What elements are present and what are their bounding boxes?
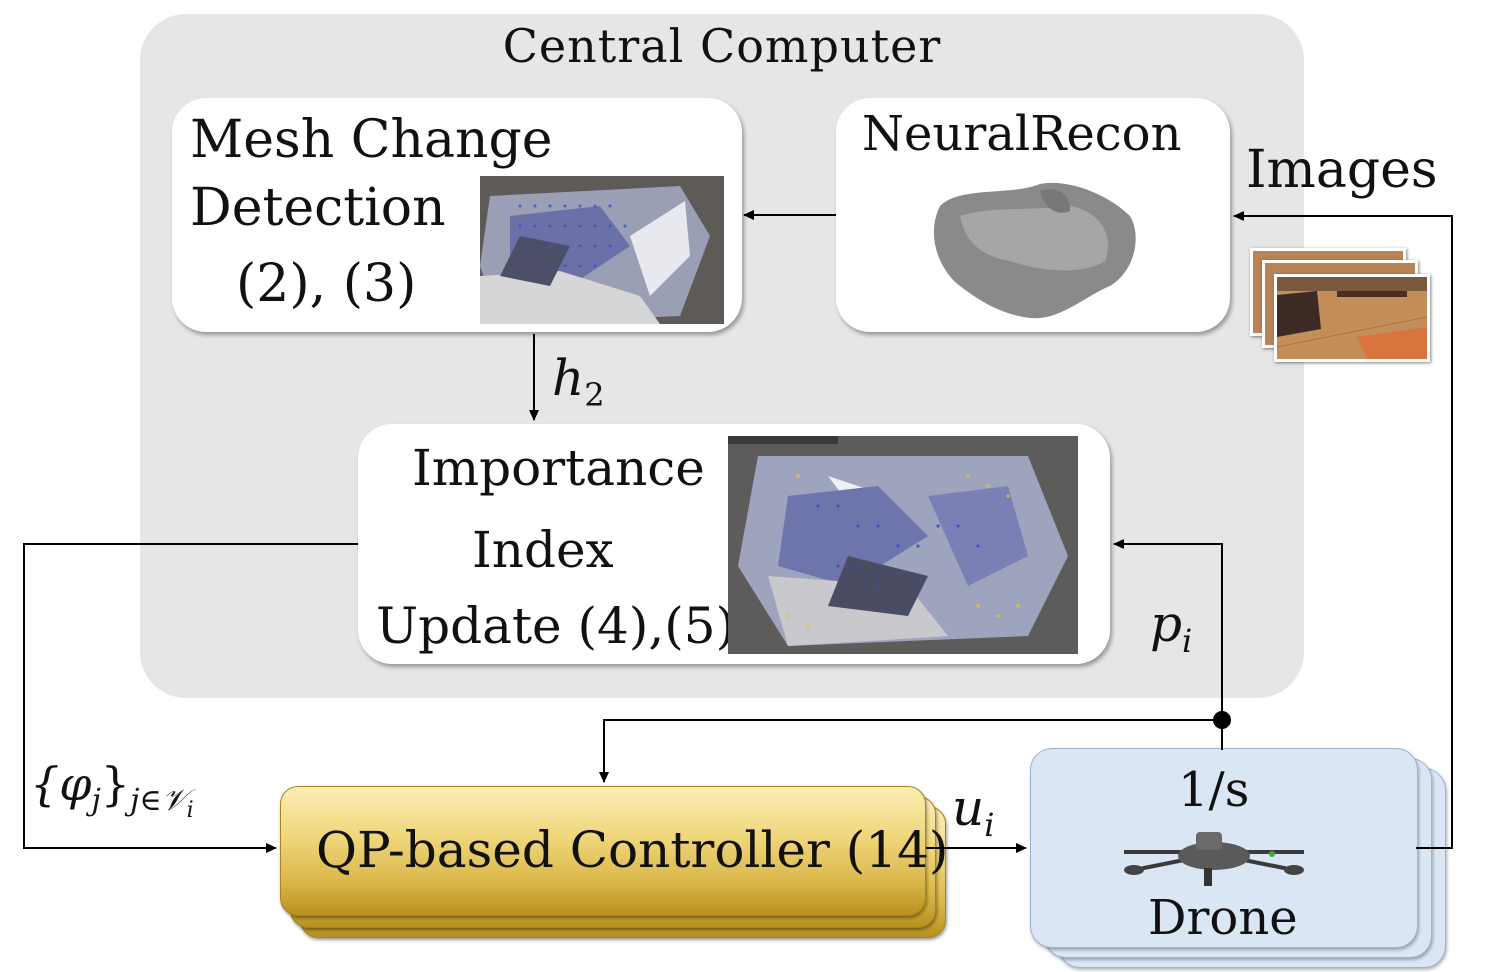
- central-computer-title: Central Computer: [502, 19, 942, 73]
- qp-controller-label: QP-based Controller (14): [316, 821, 949, 879]
- p-symbol: p: [1150, 595, 1183, 653]
- wire-position-to-controller: [599, 719, 1222, 783]
- importance-box-line1: Importance: [412, 439, 705, 497]
- mesh-box-line1: Mesh Change: [190, 110, 553, 170]
- p-subscript: i: [1182, 622, 1193, 660]
- phi-subscript-j: j: [91, 783, 101, 819]
- phi-set-subscript: j∈𝒱i: [130, 783, 194, 823]
- drone-integrator-label: 1/s: [1178, 762, 1250, 818]
- neuralrecon-title: NeuralRecon: [862, 106, 1182, 162]
- phi-set-subsubscript: i: [186, 798, 194, 824]
- wire-pi: [1113, 539, 1223, 750]
- pi-signal-label: pi: [1150, 596, 1192, 669]
- importance-box-line2: Index: [472, 521, 614, 579]
- u-symbol: u: [952, 779, 985, 837]
- u-subscript: i: [984, 806, 995, 844]
- ui-signal-label: ui: [952, 780, 994, 853]
- drone-label: Drone: [1148, 890, 1298, 946]
- phi-symbol: {φ: [30, 757, 92, 811]
- h2-signal-label: h2: [552, 350, 605, 423]
- wire-phi: [23, 543, 358, 853]
- importance-render-image: [728, 436, 1078, 654]
- phi-set-text: j∈𝒱: [130, 783, 187, 819]
- h-subscript: 2: [584, 376, 605, 414]
- mesh-box-line3: (2), (3): [236, 254, 417, 314]
- mesh-change-render-image: [480, 176, 724, 324]
- junction-dot: [1213, 711, 1231, 729]
- h-symbol: h: [552, 349, 585, 407]
- phi-close-brace: }: [100, 757, 131, 811]
- qp-controller-box: [280, 786, 926, 916]
- phi-signal-label: {φj}j∈𝒱i: [30, 756, 194, 839]
- images-label: Images: [1246, 140, 1438, 200]
- neuralrecon-mesh-image: [920, 176, 1142, 324]
- wire-images: [1233, 211, 1453, 849]
- drone-icon: [1114, 824, 1314, 890]
- importance-box-line3: Update (4),(5): [376, 597, 736, 655]
- mesh-box-line2: Detection: [190, 178, 446, 238]
- image-frame-3: [1274, 274, 1430, 362]
